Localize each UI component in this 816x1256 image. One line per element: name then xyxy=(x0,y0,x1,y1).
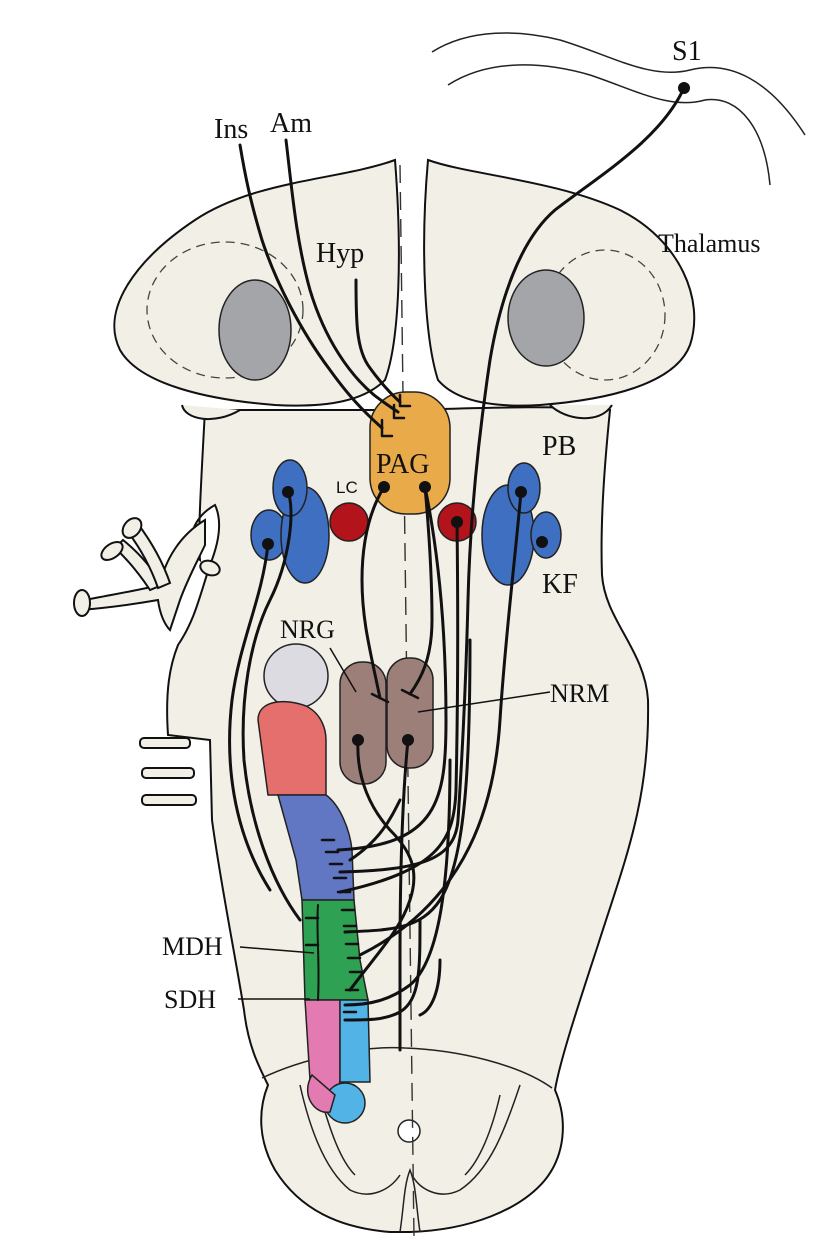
cortex-surface-line-2 xyxy=(448,65,770,185)
nrg-nucleus xyxy=(340,662,386,784)
cranial-nerve-root-3 xyxy=(142,795,196,805)
label-ins: Ins xyxy=(214,114,248,145)
label-am: Am xyxy=(270,108,312,139)
label-mdh: MDH xyxy=(162,932,223,961)
lc-nucleus-left xyxy=(330,503,368,541)
cranial-nerve-root-2 xyxy=(142,768,194,778)
label-lc: LC xyxy=(336,478,358,497)
label-sdh: SDH xyxy=(164,985,216,1014)
nerve-stump-1 xyxy=(74,590,90,616)
label-hyp: Hyp xyxy=(316,238,364,269)
grey-nucleus xyxy=(264,644,328,708)
label-pb: PB xyxy=(542,431,576,462)
thalamus-left-core xyxy=(219,280,291,380)
label-pag: PAG xyxy=(376,449,429,480)
label-nrm: NRM xyxy=(550,679,609,708)
label-nrg: NRG xyxy=(280,615,335,644)
central-canal xyxy=(398,1120,420,1142)
kf-nucleus xyxy=(531,512,561,558)
label-thalamus: Thalamus xyxy=(658,229,761,258)
kf-cell xyxy=(536,536,548,548)
s1-cell-body xyxy=(678,82,690,94)
thalamus-right-core xyxy=(508,270,584,366)
label-kf: KF xyxy=(542,569,578,600)
cranial-nerve-root-1 xyxy=(140,738,190,748)
nrm-nucleus xyxy=(387,658,433,768)
label-s1: S1 xyxy=(672,36,702,67)
column-red xyxy=(258,702,326,795)
